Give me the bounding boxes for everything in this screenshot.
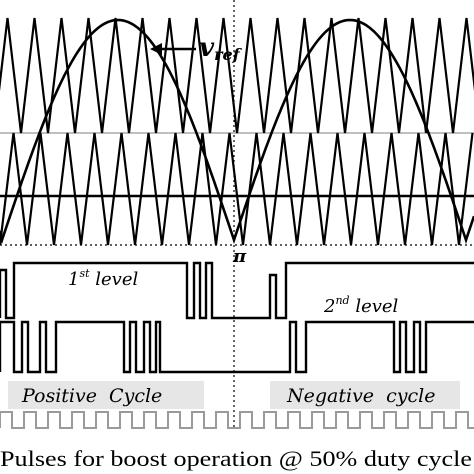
negative-cycle-band xyxy=(270,381,460,409)
reference-waves xyxy=(0,18,474,245)
vref-label: vref xyxy=(199,33,243,64)
upper-carrier-wave xyxy=(0,17,474,134)
level1-pulse-train xyxy=(0,261,474,320)
boost-square-wave xyxy=(0,411,474,429)
pi-label: π xyxy=(232,246,247,267)
rectified-sine-reference xyxy=(0,18,474,245)
negative-cycle-label: Negative cycle xyxy=(286,385,435,407)
caption: Pulses for boost operation @ 50% duty cy… xyxy=(0,446,472,471)
vref-arrow-head xyxy=(150,43,162,55)
level2-label: 2nd level xyxy=(323,294,399,317)
positive-cycle-band xyxy=(8,381,204,409)
pulse-trains xyxy=(0,261,474,429)
level1-label: 1st level xyxy=(68,267,138,290)
carrier-waves xyxy=(0,17,474,246)
positive-cycle-label: Positive Cycle xyxy=(21,385,162,407)
level2-pulse-train xyxy=(0,320,474,374)
lower-carrier-wave xyxy=(0,132,474,246)
